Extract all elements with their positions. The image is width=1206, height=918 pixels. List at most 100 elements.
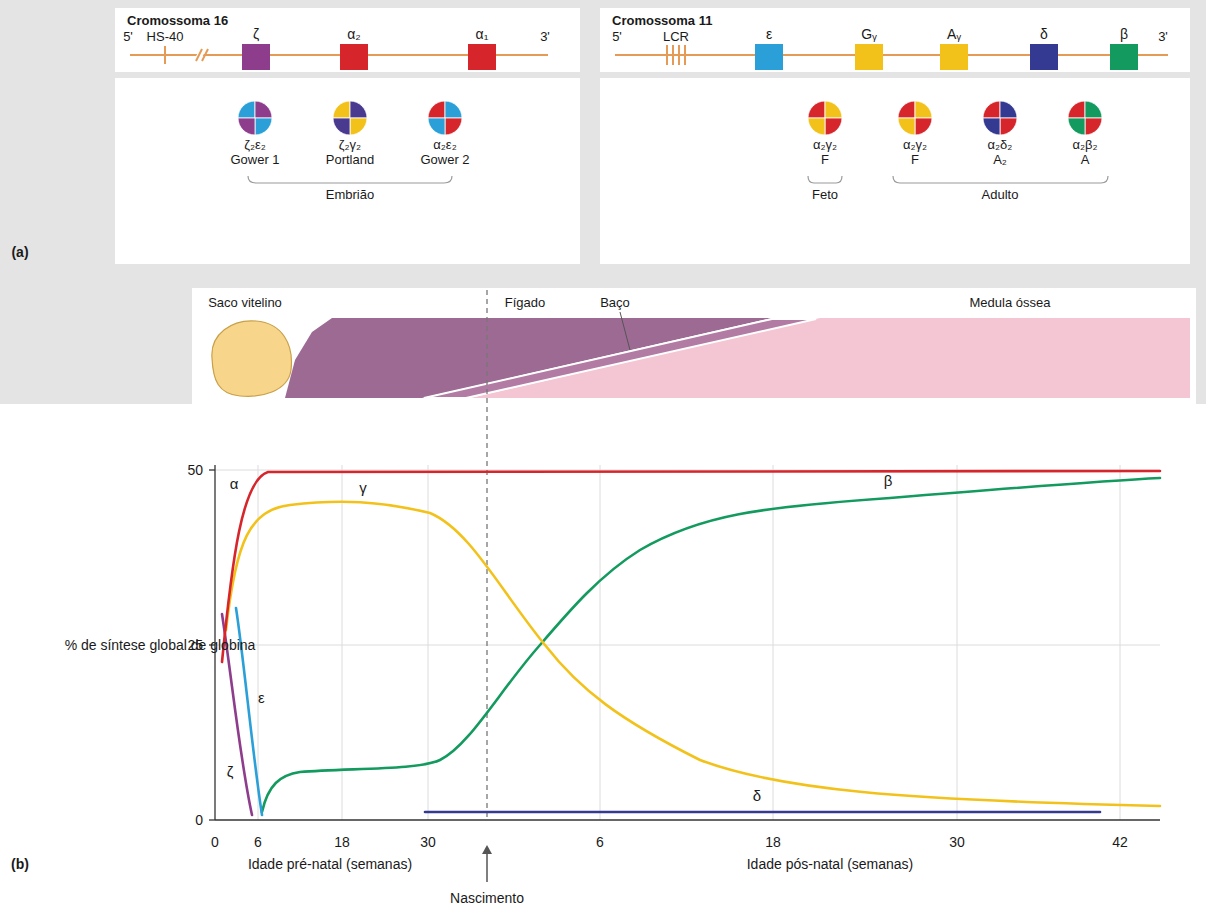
gene-label: Aᵧ <box>947 26 961 42</box>
circle-quarter <box>825 118 842 135</box>
circle-quarter <box>238 118 255 135</box>
circle-quarter <box>1000 101 1017 118</box>
chart-ground <box>0 404 1206 918</box>
gene-box: ζ <box>231 26 281 70</box>
circle-quarter <box>333 101 350 118</box>
gene-square <box>855 44 883 70</box>
stage-label: Cromossoma 11 <box>612 14 712 29</box>
circle-quarter <box>445 118 462 135</box>
chart-grid <box>1120 465 1121 820</box>
label: 3' <box>1158 30 1168 45</box>
hemoglobin-circle: α₂ε₂Gower 2 <box>403 100 487 172</box>
chromosome-line <box>202 49 208 61</box>
gene-square <box>940 44 968 70</box>
bracket <box>808 176 842 183</box>
globin-curve <box>425 811 1100 814</box>
quartered-circle <box>332 100 368 136</box>
circle-quarter <box>983 101 1000 118</box>
tissue-fill <box>470 318 1190 398</box>
gene-label: β <box>1120 26 1128 42</box>
hemoglobin-name: F <box>911 153 919 168</box>
chart-axis <box>215 819 1160 820</box>
gene-label: Gᵧ <box>861 26 876 42</box>
label: 5' <box>123 30 133 45</box>
quartered-circle <box>807 100 843 136</box>
birth-arrow <box>486 852 488 882</box>
chart-axis <box>214 465 215 820</box>
chart-grid <box>215 465 1160 820</box>
tissue-fill <box>212 321 292 397</box>
circle-quarter <box>238 101 255 118</box>
hemoglobin-name: A <box>1081 153 1090 168</box>
label: 6 <box>254 834 262 850</box>
circle-quarter <box>983 118 1000 135</box>
gene-square <box>1110 44 1138 70</box>
chromosome-line <box>196 49 202 61</box>
label: 6 <box>596 834 604 850</box>
tissue-outline <box>198 294 298 400</box>
hemoglobin-circle: α₂γ₂F <box>873 100 957 172</box>
chain-formula: α₂β₂ <box>1072 138 1097 153</box>
label: 50 <box>187 462 203 478</box>
circle-quarter <box>1085 101 1102 118</box>
quartered-circle <box>982 100 1018 136</box>
stage-label: Embrião <box>326 188 374 203</box>
label: 30 <box>949 834 965 850</box>
chromosome-line <box>678 45 680 65</box>
hemoglobin-circle: ζ₂ε₂Gower 1 <box>213 100 297 172</box>
circle-quarter <box>350 118 367 135</box>
globin-curve <box>236 608 262 815</box>
quartered-circle <box>897 100 933 136</box>
label: ζ <box>227 763 234 780</box>
birth-arrow <box>482 845 492 854</box>
label: HS-40 <box>147 30 184 45</box>
tissue-shape: Saco vitelino <box>198 294 298 400</box>
globin-curve <box>222 614 252 815</box>
gene-square <box>468 44 496 70</box>
globin-curve <box>262 478 1160 812</box>
spleen-shape <box>424 319 816 398</box>
quartered-circle <box>427 100 463 136</box>
bracket <box>893 176 1108 183</box>
chromosome-line <box>130 54 548 56</box>
label: Idade pré-natal (semanas) <box>248 856 412 872</box>
chart-grid <box>957 465 958 820</box>
birth-arrow <box>482 845 492 882</box>
label: 18 <box>334 834 350 850</box>
gene-box: δ <box>1019 26 1069 70</box>
hemoglobin-panel: Embriãoζ₂ε₂Gower 1ζ₂γ₂Portlandα₂ε₂Gower … <box>115 78 580 264</box>
chromosome-line <box>666 45 668 65</box>
chromosome-line <box>130 45 1168 65</box>
circle-quarter <box>898 118 915 135</box>
label: (b) <box>11 856 29 872</box>
hemoglobin-circle: α₂γ₂F <box>783 100 867 172</box>
tissue-outline <box>468 294 1192 400</box>
label: ε <box>258 689 265 706</box>
tissue-label: Saco vitelino <box>208 296 282 311</box>
circle-quarter <box>428 118 445 135</box>
gene-box: Aᵧ <box>929 26 979 70</box>
chart-axis <box>209 644 215 645</box>
chart-grid <box>600 465 601 820</box>
bracket <box>248 176 452 183</box>
panel-heading: Cromossoma 16 <box>127 14 228 29</box>
gene-label: ε <box>766 26 772 42</box>
gene-label: α₁ <box>476 26 489 42</box>
globin-curve <box>226 502 1160 806</box>
label: γ <box>359 479 367 496</box>
chain-formula: α₂ε₂ <box>433 138 456 153</box>
quartered-circle <box>1067 100 1103 136</box>
hemoglobin-name: Gower 1 <box>230 153 279 168</box>
chain-formula: α₂γ₂ <box>813 138 837 153</box>
globin-curve <box>222 471 1160 662</box>
chart-grid <box>215 645 1160 646</box>
quartered-circle <box>237 100 273 136</box>
circle-quarter <box>333 118 350 135</box>
label: (a) <box>11 244 28 260</box>
stage-label: Feto <box>812 188 838 203</box>
label: Baço <box>600 296 630 311</box>
label: 0 <box>195 812 203 828</box>
chart-grid <box>428 465 429 820</box>
